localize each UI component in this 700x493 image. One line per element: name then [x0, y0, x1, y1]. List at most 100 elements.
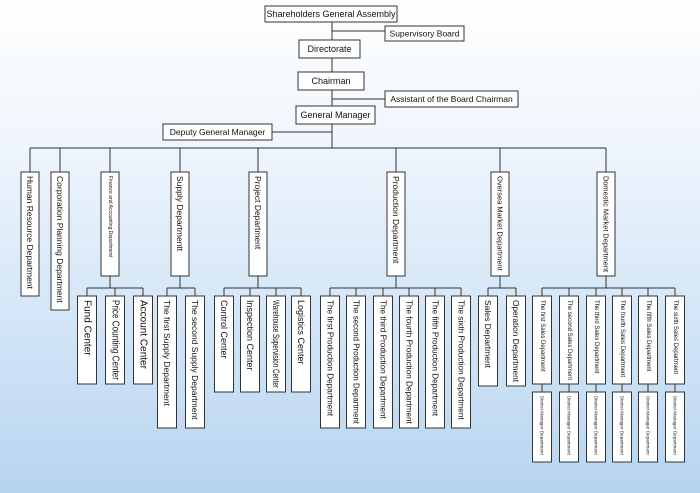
child-the-second-supply-department-box	[185, 295, 205, 429]
directorate-box-label: Directorate	[307, 44, 351, 54]
child-fund-center-box	[77, 295, 97, 385]
child-the-sixth-sales-department: The sixth Sales Department	[665, 295, 685, 385]
child-the-second-production-department-box	[346, 295, 366, 429]
dept-human-resource-department-box	[20, 171, 40, 297]
child-control-center: Control Center	[214, 295, 234, 393]
district-manager-department-2: District Manager Department	[559, 391, 579, 463]
dept-oversea-market-department-label: Oversea Market Department	[496, 176, 505, 272]
chairman-box-box	[297, 71, 365, 91]
child-the-fourth-sales-department: The fourth Sales Department	[612, 295, 632, 385]
shareholders-box-label: Shareholders General Assembly	[266, 9, 396, 19]
child-the-first-production-department-label: The first Production Department	[326, 300, 335, 417]
child-the-second-sales-department: The second Sales Department	[559, 295, 579, 385]
district-manager-department-3: District Manager Department	[586, 391, 606, 463]
deputy-box: Deputy General Manager	[162, 123, 273, 141]
chairman-box-label: Chairman	[311, 76, 350, 86]
child-sales-department-box	[478, 295, 498, 387]
child-operation-department-label: Operation Department	[511, 300, 521, 383]
dept-supply-departmentt-label: Supply Departmentt	[175, 176, 185, 252]
assistant-box-label: Assistant of the Board Chairman	[390, 94, 513, 104]
general-manager-box-box	[295, 105, 376, 125]
child-the-second-supply-department-label: The second Supply Department	[190, 300, 200, 420]
general-manager-box: General Manager	[295, 105, 376, 125]
directorate-box: Directorate	[298, 39, 361, 59]
child-logistics-center-box	[291, 295, 311, 393]
dept-project-department: Project Department	[248, 171, 268, 277]
child-the-second-production-department: The second Production Department	[346, 295, 366, 429]
child-account-center-label: Account Center	[138, 300, 149, 370]
supervisory-board-box: Supervisory Board	[384, 25, 465, 42]
dept-human-resource-department: Human Resource Department	[20, 171, 40, 297]
child-fund-center: Fund Center	[77, 295, 97, 385]
child-sales-department: Sales Department	[478, 295, 498, 387]
child-inspection-center-box	[240, 295, 260, 393]
child-the-third-sales-department-label: The third Sales Department	[593, 300, 599, 374]
child-the-fourth-sales-department-label: The fourth Sales Department	[619, 300, 625, 377]
dept-domestic-market-department: Domestic Market Department	[596, 171, 616, 277]
child-account-center: Account Center	[133, 295, 153, 385]
district-manager-department-4-box	[612, 391, 632, 463]
child-the-sixth-production-department-label: The sixth Production Department	[457, 300, 466, 420]
child-control-center-label: Control Center	[219, 300, 229, 359]
dept-human-resource-department-label: Human Resource Department	[25, 176, 35, 290]
child-price-counting-center-label: Price Counting Center	[110, 300, 121, 381]
assistant-box-box	[384, 90, 519, 108]
dept-finance-and-accounting-department: Finance and Accounting Department	[100, 171, 120, 277]
child-warehouse-supervision-center-box	[266, 295, 286, 393]
district-manager-department-6-box	[665, 391, 685, 463]
child-the-first-production-department-box	[320, 295, 340, 429]
shareholders-box-box	[264, 5, 398, 23]
child-the-fourth-production-department-box	[399, 295, 419, 429]
dept-finance-and-accounting-department-label: Finance and Accounting Department	[107, 176, 113, 257]
district-manager-department-4: District Manager Department	[612, 391, 632, 463]
child-the-first-supply-department: The first Supply Department	[157, 295, 177, 429]
child-warehouse-supervision-center-label: Warehouse Supervision Center	[271, 300, 281, 388]
general-manager-box-label: General Manager	[300, 110, 370, 120]
child-the-fourth-production-department: The fourth Production Department	[399, 295, 419, 429]
district-manager-department-1: District Manager Department	[532, 391, 552, 463]
child-logistics-center: Logistics Center	[291, 295, 311, 393]
dept-corporation-planning-department-label: Corporation Planning Department	[55, 176, 65, 303]
dept-domestic-market-department-label: Domestic Market Department	[602, 176, 611, 273]
child-the-third-production-department: The third Production Department	[373, 295, 393, 429]
deputy-box-label: Deputy General Manager	[170, 127, 266, 137]
child-the-fifth-production-department: The fifth Production Department	[425, 295, 445, 429]
district-manager-department-5-label: District Manager Department	[646, 396, 651, 455]
dept-corporation-planning-department-box	[50, 171, 70, 311]
child-the-sixth-sales-department-label: The sixth Sales Department	[672, 300, 678, 374]
chairman-box: Chairman	[297, 71, 365, 91]
child-the-second-production-department-label: The second Production Department	[352, 300, 361, 425]
dept-oversea-market-department: Oversea Market Department	[490, 171, 510, 277]
child-operation-department: Operation Department	[506, 295, 526, 387]
child-account-center-box	[133, 295, 153, 385]
child-operation-department-box	[506, 295, 526, 387]
child-logistics-center-label: Logistics Center	[296, 300, 306, 365]
district-manager-department-5-box	[638, 391, 658, 463]
child-the-second-supply-department: The second Supply Department	[185, 295, 205, 429]
child-the-third-production-department-label: The third Production Department	[379, 300, 388, 420]
child-the-fifth-production-department-box	[425, 295, 445, 429]
district-manager-department-6: District Manager Department	[665, 391, 685, 463]
child-the-third-production-department-box	[373, 295, 393, 429]
child-the-first-production-department: The first Production Department	[320, 295, 340, 429]
supervisory-board-box-box	[384, 25, 465, 42]
child-the-first-sales-department-label: The first Sales Department	[539, 300, 545, 372]
child-price-counting-center-box	[105, 295, 125, 385]
child-the-sixth-production-department-box	[451, 295, 471, 429]
district-manager-department-3-box	[586, 391, 606, 463]
child-fund-center-label: Fund Center	[82, 300, 93, 356]
child-the-third-sales-department: The third Sales Department	[586, 295, 606, 385]
child-the-first-supply-department-box	[157, 295, 177, 429]
district-manager-department-2-box	[559, 391, 579, 463]
child-inspection-center: Inspection Center	[240, 295, 260, 393]
district-manager-department-1-label: District Manager Department	[540, 396, 545, 455]
district-manager-department-1-box	[532, 391, 552, 463]
child-the-fourth-production-department-label: The fourth Production Department	[405, 300, 414, 425]
district-manager-department-2-label: District Manager Department	[567, 396, 572, 455]
child-the-first-sales-department: The first Sales Department	[532, 295, 552, 385]
district-manager-department-4-label: District Manager Department	[620, 396, 625, 455]
dept-supply-departmentt: Supply Departmentt	[170, 171, 190, 277]
child-sales-department-label: Sales Department	[483, 300, 493, 369]
child-warehouse-supervision-center: Warehouse Supervision Center	[266, 295, 286, 393]
